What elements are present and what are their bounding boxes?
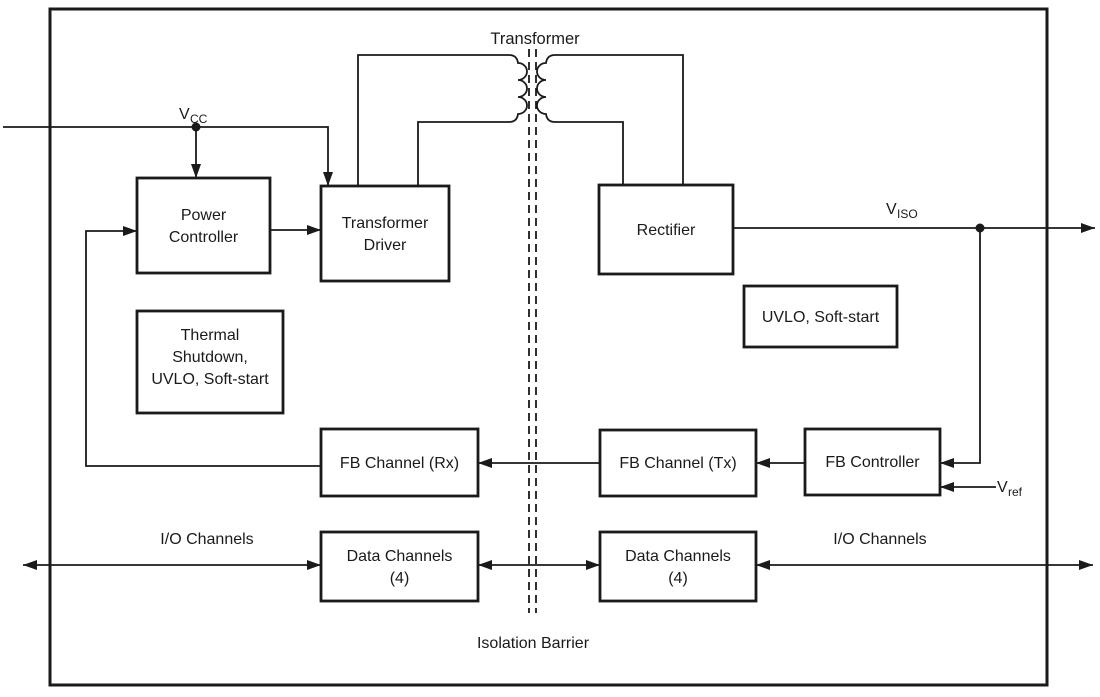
- block-fb-controller: FB Controller: [803, 427, 942, 497]
- thermal-shutdown-label-line1: Thermal: [181, 327, 240, 344]
- data-channels-left-label-line1: Data Channels: [347, 548, 453, 565]
- transformer-driver-label-line1: Transformer: [342, 215, 429, 232]
- transformer-primary-winding: [357, 54, 528, 186]
- data-channels-left-box: [319, 530, 480, 603]
- uvlo-softstart-box: [742, 284, 899, 349]
- uvlo-softstart-label: UVLO, Soft-start: [762, 309, 880, 326]
- transformer-driver-box: [319, 184, 451, 283]
- transformer-secondary-winding: [536, 54, 684, 185]
- fb-channel-rx-box: [319, 427, 480, 498]
- power-controller-label-line1: Power: [181, 207, 227, 224]
- data-channels-right-box: [598, 530, 758, 603]
- junction-dot-vcc: [191, 122, 201, 132]
- rectifier-label: Rectifier: [637, 222, 696, 239]
- fb-controller-label: FB Controller: [825, 454, 920, 471]
- thermal-shutdown-label-line3: UVLO, Soft-start: [151, 371, 269, 388]
- io-channels-right-label: I/O Channels: [833, 531, 926, 548]
- block-uvlo-softstart: UVLO, Soft-start: [742, 284, 899, 349]
- viso-label-sub: ISO: [897, 207, 918, 221]
- block-data-channels-left: Data Channels (4): [319, 530, 480, 603]
- io-channels-left-label: I/O Channels: [160, 531, 253, 548]
- vcc-label-main: V: [179, 106, 190, 123]
- vcc-label-sub: CC: [190, 112, 208, 126]
- block-thermal-shutdown: Thermal Shutdown, UVLO, Soft-start: [135, 309, 285, 415]
- viso-label-main: V: [886, 201, 897, 218]
- block-fb-channel-rx: FB Channel (Rx): [319, 427, 480, 498]
- block-fb-channel-tx: FB Channel (Tx): [598, 428, 758, 498]
- transformer-driver-label-line2: Driver: [364, 237, 407, 254]
- data-channels-right-label-line1: Data Channels: [625, 548, 731, 565]
- chip-boundary: [48, 7, 1049, 687]
- wire-fb-rx-to-power-controller: [85, 226, 321, 467]
- power-controller-box: [135, 176, 272, 275]
- fb-controller-box: [803, 427, 942, 497]
- data-channels-right-label-line2: (4): [668, 570, 688, 587]
- fb-channel-rx-label: FB Channel (Rx): [340, 455, 459, 472]
- isolation-barrier-label: Isolation Barrier: [477, 635, 590, 652]
- thermal-shutdown-label-line2: Shutdown,: [172, 349, 248, 366]
- fb-channel-tx-box: [598, 428, 758, 498]
- transformer-label: Transformer: [490, 30, 580, 48]
- block-power-controller: Power Controller: [135, 176, 272, 275]
- block-transformer-driver: Transformer Driver: [319, 184, 451, 283]
- data-channels-left-label-line2: (4): [390, 570, 410, 587]
- wire-vcc-to-transformer-driver: [3, 126, 333, 186]
- thermal-shutdown-box: [135, 309, 285, 415]
- fb-channel-tx-label: FB Channel (Tx): [619, 455, 736, 472]
- wire-viso-to-fb-controller: [940, 228, 981, 468]
- vref-label-main: V: [997, 479, 1008, 496]
- block-rectifier: Rectifier: [597, 183, 735, 276]
- rectifier-box: [597, 183, 735, 276]
- power-controller-label-line2: Controller: [169, 229, 239, 246]
- vref-label-sub: ref: [1008, 485, 1023, 499]
- block-data-channels-right: Data Channels (4): [598, 530, 758, 603]
